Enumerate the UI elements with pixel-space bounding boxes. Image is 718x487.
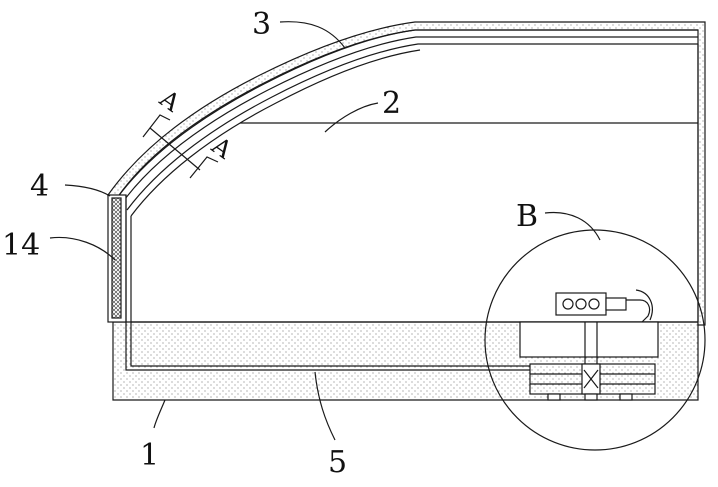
label-1: 1: [140, 438, 159, 473]
label-5: 5: [328, 445, 347, 480]
leader-4: [65, 185, 110, 196]
label-14: 14: [2, 228, 40, 263]
roof-line-3: [127, 44, 698, 210]
section-label-a-upper: A: [154, 84, 186, 118]
inner-cavity: [131, 44, 698, 322]
label-3: 3: [252, 7, 271, 42]
section-marker-lower: [190, 157, 218, 178]
outer-shell: [108, 22, 705, 325]
leader-2: [325, 103, 378, 132]
section-label-a-lower: A: [206, 131, 238, 165]
leader-b: [545, 212, 600, 240]
leader-14: [50, 237, 115, 260]
label-b: B: [516, 199, 538, 234]
detail-b-mechanism: [520, 290, 658, 400]
label-4: 4: [30, 169, 49, 204]
label-2: 2: [382, 86, 401, 121]
roof-line-2: [122, 37, 698, 203]
leader-1: [154, 400, 165, 428]
